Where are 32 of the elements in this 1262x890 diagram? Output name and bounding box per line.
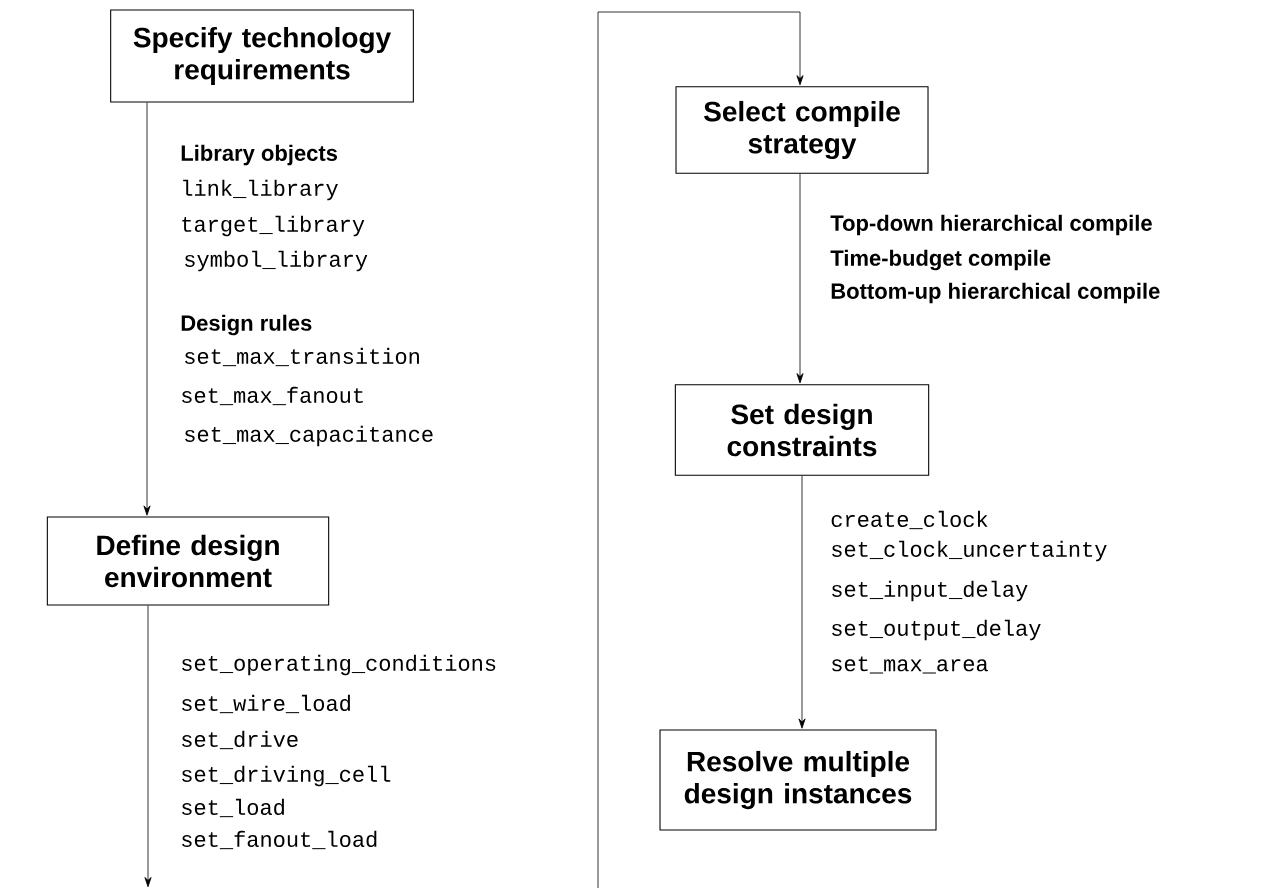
arrow (597, 11, 804, 889)
command-label: set_max_fanout (182, 386, 363, 406)
command-label: set_max_capacitance (185, 425, 433, 447)
command-label: set_load (182, 798, 284, 818)
command-label: set_max_transition (185, 347, 419, 367)
process-box: Specify technology requirements (110, 9, 414, 103)
heading-label: Time-budget compile (830, 249, 1051, 271)
command-label: set_driving_cell (182, 765, 391, 787)
heading-label: Design rules (181, 314, 312, 336)
command-label: link_library (183, 179, 338, 201)
command-label: set_output_delay (832, 619, 1041, 641)
command-label: set_max_area (832, 656, 988, 674)
arrow (798, 475, 806, 729)
process-box: Select compile strategy (675, 86, 929, 174)
command-label: set_input_delay (832, 580, 1028, 602)
command-label: symbol_library (185, 250, 368, 272)
heading-label: Top-down hierarchical compile (830, 214, 1152, 236)
command-label: set_operating_conditions (182, 654, 496, 676)
command-label: set_clock_uncertainty (832, 540, 1107, 562)
arrow (144, 605, 152, 888)
command-label: create_clock (831, 510, 988, 530)
heading-label: Bottom-up hierarchical compile (831, 282, 1160, 304)
command-label: target_library (182, 215, 365, 237)
command-label: set_fanout_load (182, 830, 377, 850)
command-label: set_drive (182, 730, 298, 750)
process-box: Resolve multiple design instances (659, 729, 937, 831)
arrow (143, 102, 151, 516)
process-box: Define design environment (46, 516, 330, 606)
process-box: Set design constraints (674, 384, 930, 476)
heading-label: Library objects (181, 144, 338, 166)
arrow (796, 173, 804, 384)
command-label: set_wire_load (182, 694, 350, 714)
